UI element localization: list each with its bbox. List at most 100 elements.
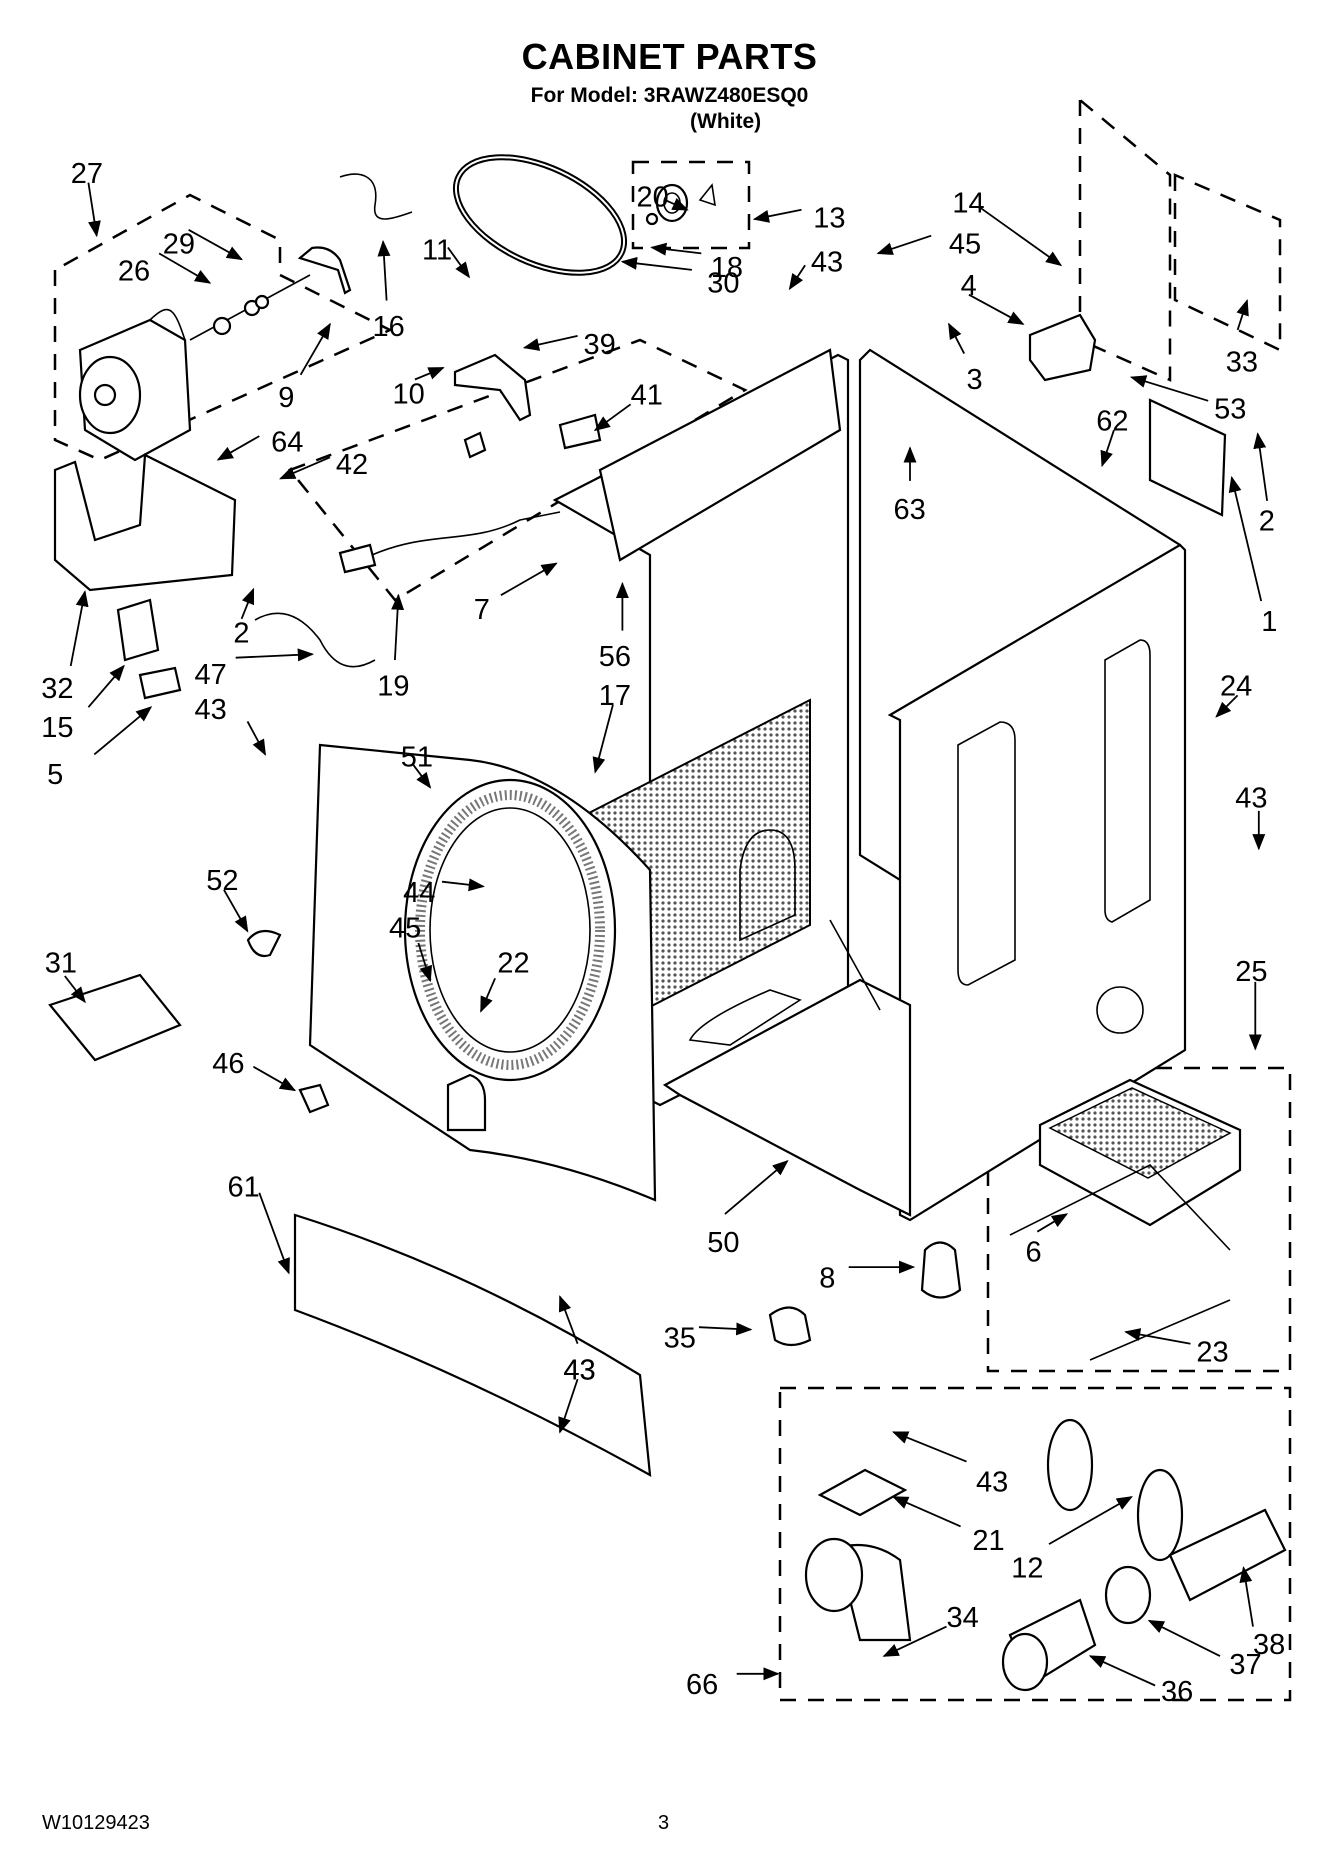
- leader-arrow: [377, 239, 391, 301]
- motor-group-box: [53, 193, 393, 462]
- leader-arrow: [650, 242, 702, 256]
- door-strike-part: [48, 973, 182, 1062]
- leader-arrow: [665, 197, 689, 211]
- leader-arrow: [1253, 432, 1268, 502]
- callout-label: 31: [45, 948, 77, 980]
- leader-arrow: [1236, 299, 1249, 331]
- wire-harness-part: [338, 543, 377, 574]
- leader-arrow: [235, 648, 315, 662]
- callout-label: 15: [41, 712, 73, 744]
- hinge-part: [246, 929, 282, 958]
- leader-arrow: [558, 1378, 579, 1434]
- callout-label: 27: [71, 158, 103, 190]
- leader-lines: [64, 182, 1268, 1687]
- vent-kit-parts: [804, 1418, 1287, 1692]
- leader-arrow: [1228, 475, 1263, 602]
- leader-arrow: [593, 403, 632, 432]
- callout-label: 64: [271, 427, 303, 459]
- leader-arrow: [1048, 1496, 1133, 1545]
- leader-arrow: [417, 942, 433, 983]
- leader-arrow: [1036, 1213, 1069, 1233]
- leader-arrow: [1088, 1655, 1156, 1687]
- bracket-part: [53, 453, 237, 592]
- callout-label: 20: [637, 182, 669, 214]
- callout-label: 2: [233, 618, 249, 650]
- clip-part: [768, 1306, 812, 1347]
- drive-belt-part: [452, 154, 628, 276]
- callout-label: 13: [813, 203, 845, 235]
- callout-label: 25: [1235, 956, 1267, 988]
- model-line: For Model: 3RAWZ480ESQ0: [530, 84, 809, 107]
- base-grille-part: [1038, 1078, 1242, 1227]
- callout-label: 24: [1220, 671, 1252, 703]
- callout-labels: 2729261611201813304345144333533910964424…: [41, 158, 1285, 1708]
- leader-arrow: [216, 435, 260, 461]
- leveling-leg-part: [920, 1241, 962, 1299]
- sensor-wire-part: [339, 173, 413, 220]
- callout-label: 36: [1161, 1676, 1193, 1708]
- leader-arrow: [441, 878, 485, 892]
- leader-arrow: [480, 977, 496, 1013]
- callout-label: 46: [212, 1048, 244, 1080]
- leader-arrow: [1124, 1328, 1191, 1345]
- callout-label: 6: [1026, 1236, 1042, 1268]
- callout-label: 9: [278, 382, 294, 414]
- callout-label: 34: [947, 1602, 979, 1634]
- callout-label: 32: [41, 673, 73, 705]
- callout-label: 17: [599, 680, 631, 712]
- leader-arrow: [788, 264, 806, 291]
- callout-label: 52: [206, 865, 238, 897]
- callout-label: 22: [497, 948, 529, 980]
- callout-label: 12: [1011, 1552, 1043, 1584]
- callout-label: 29: [163, 229, 195, 261]
- leader-arrow: [500, 562, 558, 596]
- leader-arrow: [1100, 429, 1115, 468]
- motor-part: [78, 246, 352, 462]
- callout-label: 35: [664, 1323, 696, 1355]
- idler-bracket-part: [453, 353, 532, 422]
- callout-label: 47: [195, 659, 227, 691]
- leader-arrow: [223, 889, 249, 933]
- leader-arrow: [948, 322, 965, 355]
- leader-arrow: [158, 252, 212, 284]
- leader-arrow: [1239, 1566, 1254, 1627]
- leader-arrow: [447, 246, 471, 279]
- leader-arrow: [299, 322, 331, 376]
- leader-arrow: [279, 456, 331, 480]
- callout-label: 43: [1235, 783, 1267, 815]
- callout-label: 43: [563, 1354, 595, 1386]
- leader-arrow: [240, 587, 255, 620]
- cabinet-body: [552, 348, 1187, 1222]
- access-panel-part: [1148, 398, 1227, 517]
- callout-label: 43: [811, 246, 843, 278]
- callout-label: 51: [401, 741, 433, 773]
- callout-label: 41: [631, 380, 663, 412]
- callout-label: 26: [118, 256, 150, 288]
- terminal-block-part: [1028, 313, 1097, 382]
- callout-label: 43: [563, 1354, 595, 1386]
- callout-label: 19: [377, 671, 409, 703]
- callout-label: 45: [949, 229, 981, 261]
- leader-arrow: [87, 664, 125, 708]
- leader-arrow: [698, 1322, 753, 1336]
- callout-label: 37: [1229, 1649, 1261, 1681]
- callout-label: 38: [1253, 1629, 1285, 1661]
- leader-arrow: [752, 208, 802, 223]
- leader-arrow: [620, 256, 693, 271]
- callout-label: 16: [373, 311, 405, 343]
- callout-label: 45: [389, 912, 421, 944]
- callout-label: 7: [474, 594, 490, 626]
- color-line: (White): [690, 110, 762, 133]
- leader-arrow: [876, 234, 932, 255]
- callout-label: 53: [1214, 394, 1246, 426]
- callout-label: 3: [967, 364, 983, 396]
- leader-arrow: [391, 593, 405, 661]
- callout-label: 10: [393, 378, 425, 410]
- callout-label: 2: [1259, 506, 1275, 538]
- leader-arrow: [1215, 694, 1239, 718]
- leader-arrow: [258, 1192, 290, 1275]
- toe-panel-part: [293, 1213, 652, 1477]
- leader-arrow: [64, 975, 86, 1004]
- page-title: CABINET PARTS: [521, 36, 818, 77]
